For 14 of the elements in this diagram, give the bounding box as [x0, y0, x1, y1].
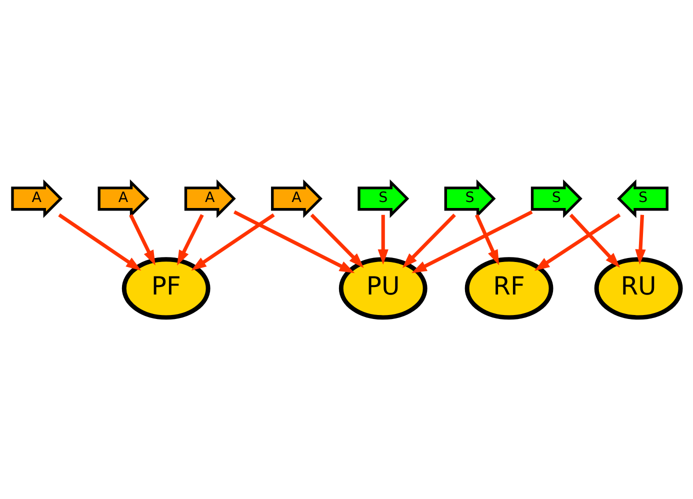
- arrow: [569, 213, 620, 268]
- arrow: [177, 214, 204, 265]
- arrow: [129, 214, 156, 265]
- arrow: [310, 213, 364, 268]
- arrow: [378, 214, 388, 264]
- arrow: [234, 210, 355, 273]
- arrow: [58, 212, 142, 270]
- arrow: [474, 214, 500, 265]
- node-ellipse: RU: [594, 256, 683, 320]
- arrow: [534, 212, 621, 270]
- arrow: [402, 213, 456, 268]
- arrow: [191, 212, 275, 270]
- arrow: [635, 214, 646, 264]
- arrow: [412, 210, 533, 273]
